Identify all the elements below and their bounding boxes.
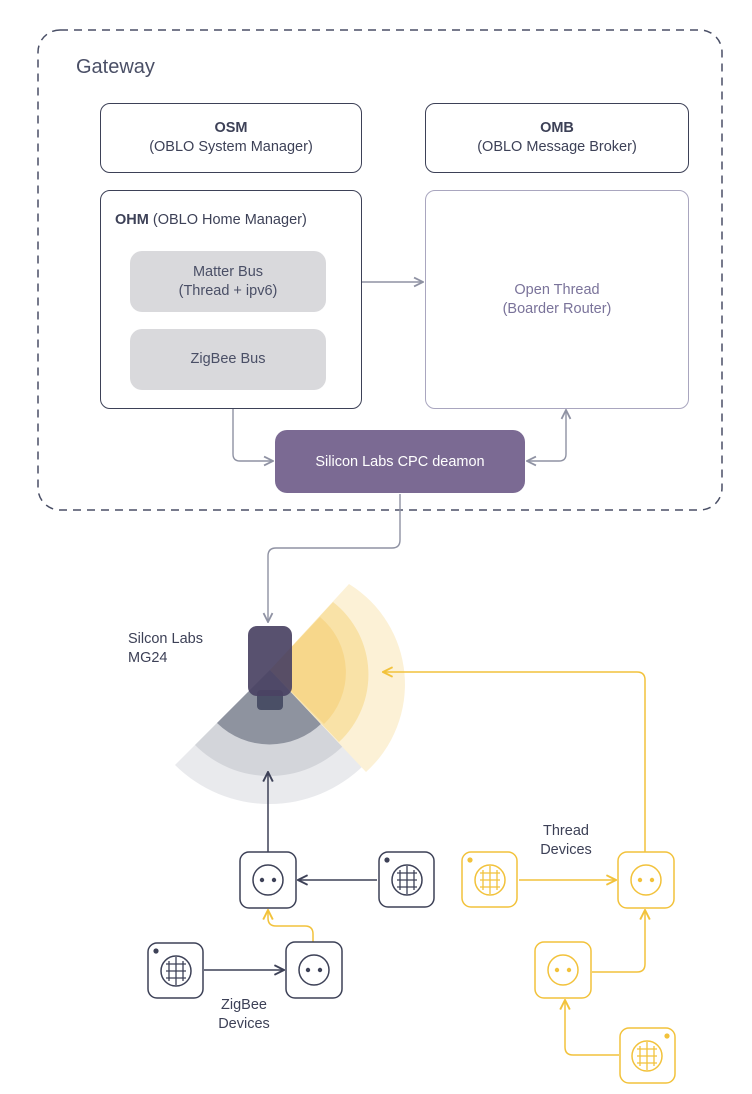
zigbee-devices-label: ZigBee Devices <box>204 996 284 1034</box>
usb-dongle-icon <box>248 626 292 710</box>
omb-desc: (OBLO Message Broker) <box>477 139 637 155</box>
gateway-title: Gateway <box>76 56 155 78</box>
zigbee-light-2-icon <box>147 942 204 999</box>
thread-devices-line2: Devices <box>540 842 592 858</box>
cpc-openthread-link <box>527 410 566 461</box>
open-thread-box: Open Thread (Boarder Router) <box>425 190 689 409</box>
thread-light-1-icon <box>461 851 518 908</box>
zigbee-socket-2-icon <box>285 941 343 999</box>
thread-light2-to-socket3-arrow <box>565 1000 619 1056</box>
zigbee-cpc-link <box>232 392 273 461</box>
osm-name: OSM <box>214 120 248 136</box>
omb-name: OMB <box>540 120 574 136</box>
zigbee-bus: ZigBee Bus <box>130 329 326 390</box>
zigbee-bus-label: ZigBee Bus <box>190 351 266 367</box>
zigbee-light-1-icon <box>378 851 435 908</box>
zigbee-socket-1-icon <box>239 851 297 909</box>
thread-socket3-to-socket-arrow <box>592 910 645 973</box>
thread-devices-label: Thread Devices <box>526 822 606 860</box>
matter-bus-line1: Matter Bus <box>192 263 264 280</box>
osm-box: OSM (OBLO System Manager) <box>100 103 362 173</box>
omb-box: OMB (OBLO Message Broker) <box>425 103 689 173</box>
matter-bus: Matter Bus (Thread + ipv6) <box>130 251 326 312</box>
ohm-desc: (OBLO Home Manager) <box>148 212 307 228</box>
matter-bus-line2: (Thread + ipv6) <box>178 282 278 299</box>
cpc-radio-link <box>268 494 401 622</box>
zigbee-devices-line2: Devices <box>218 1016 270 1032</box>
open-thread-line1: Open Thread <box>514 281 600 298</box>
cpc-daemon-label: Silicon Labs CPC deamon <box>315 453 485 470</box>
ohm-title: OHM (OBLO Home Manager) <box>115 211 307 230</box>
cpc-daemon-box: Silicon Labs CPC deamon <box>275 430 525 493</box>
thread-socket-1-icon <box>617 851 675 909</box>
thread-light-2-icon <box>619 1027 676 1084</box>
thread-socket-to-radio-arrow <box>383 672 646 852</box>
ohm-name: OHM <box>115 212 149 228</box>
thread-signal-arcs <box>270 584 405 772</box>
osm-desc: (OBLO System Manager) <box>149 139 313 155</box>
radio-label: Silcon Labs MG24 <box>128 630 238 668</box>
zigbee-socket2-to-socket1-arrow <box>268 910 314 942</box>
thread-socket-2-icon <box>534 941 592 999</box>
thread-devices-line1: Thread <box>543 823 589 839</box>
radio-label-line2: MG24 <box>128 650 168 666</box>
open-thread-line2: (Boarder Router) <box>502 300 612 317</box>
radio-label-line1: Silcon Labs <box>128 631 203 647</box>
gateway-container <box>37 29 723 511</box>
zigbee-devices-line1: ZigBee <box>221 997 267 1013</box>
